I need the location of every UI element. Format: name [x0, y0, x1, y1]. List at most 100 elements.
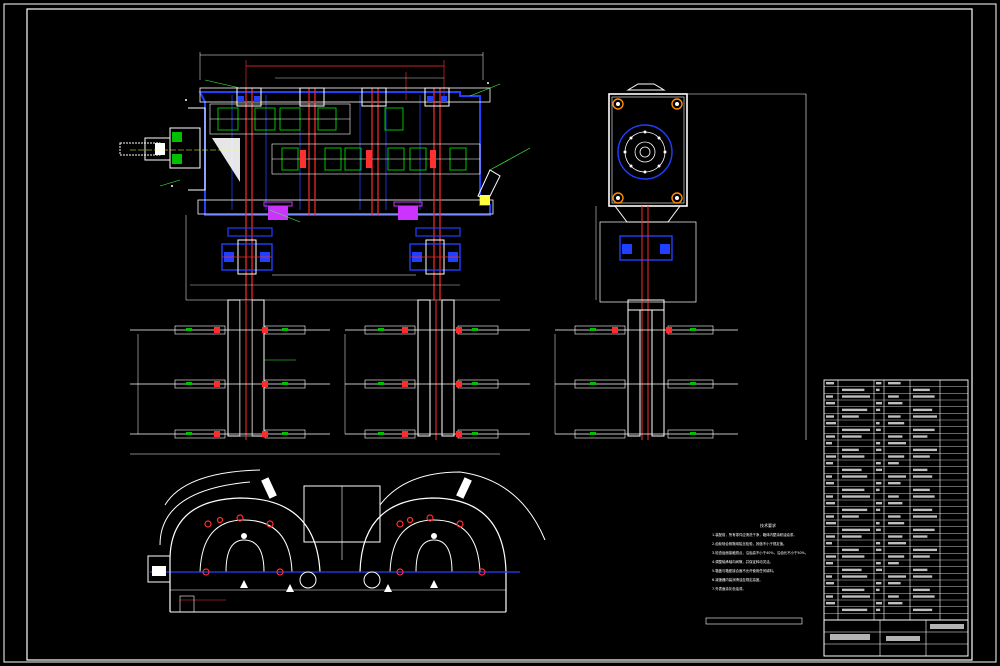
parts-cell-text — [842, 508, 868, 512]
parts-cell-text — [826, 475, 832, 478]
technical-requirements: 技术要求 1.装配前，所有零件应清洗干净，箱体内壁涂耐油油漆。 2.齿轮啮合侧隙… — [705, 522, 808, 625]
parts-cell-text — [842, 595, 870, 598]
parts-cell-text — [913, 575, 933, 578]
parts-cell-text — [826, 582, 834, 585]
parts-cell-text — [826, 402, 835, 405]
parts-cell-text — [842, 495, 870, 498]
parts-cell-text — [826, 462, 833, 465]
parts-cell-text — [876, 402, 882, 405]
parts-cell-text — [876, 502, 882, 505]
parts-cell-text — [876, 602, 882, 605]
parts-cell-text — [876, 482, 882, 485]
parts-cell-text — [876, 568, 882, 572]
parts-cell-text — [876, 448, 882, 452]
parts-cell-text — [842, 455, 865, 458]
parts-cell-text — [826, 395, 833, 398]
parts-cell-text — [888, 382, 901, 385]
tech-req-line-3: 3.检查齿面接触斑点，沿齿高不小于40%，沿齿长不小于50%。 — [712, 550, 808, 555]
parts-cell-text — [913, 508, 933, 512]
parts-cell-text — [888, 542, 906, 545]
parts-cell-text — [842, 608, 868, 612]
parts-cell-text — [913, 515, 937, 518]
parts-cell-text — [876, 542, 881, 545]
parts-cell-text — [888, 575, 906, 578]
parts-cell-text — [876, 382, 882, 385]
parts-cell-text — [842, 488, 865, 492]
outer-border — [3, 3, 997, 663]
parts-cell-text — [888, 475, 906, 478]
parts-cell-text — [913, 495, 935, 498]
parts-cell-text — [913, 588, 930, 592]
parts-cell-text — [826, 542, 832, 545]
parts-cell-text — [913, 555, 930, 558]
parts-cell-text — [842, 475, 868, 478]
parts-cell-text — [826, 562, 833, 565]
parts-cell-text — [876, 428, 881, 432]
parts-cell-text — [826, 482, 834, 485]
parts-cell-text — [876, 442, 881, 445]
parts-cell-text — [876, 548, 882, 552]
parts-cell-text — [913, 395, 935, 398]
parts-cell-text — [842, 388, 865, 392]
parts-cell-text — [826, 535, 835, 538]
parts-cell-text — [876, 522, 880, 525]
parts-cell-text — [842, 415, 859, 418]
parts-cell-text — [888, 482, 901, 485]
title-block — [823, 619, 969, 657]
parts-cell-text — [842, 575, 868, 578]
parts-cell-text — [826, 455, 836, 458]
parts-cell-text — [826, 495, 833, 498]
parts-cell-text — [826, 435, 835, 438]
parts-cell-text — [913, 448, 937, 452]
side-view — [595, 83, 807, 440]
cutter-shafts — [130, 299, 738, 455]
parts-cell-text — [876, 468, 882, 472]
parts-cell-text — [842, 528, 870, 532]
parts-cell-text — [842, 588, 865, 592]
parts-cell-text — [876, 508, 881, 512]
parts-cell-text — [826, 515, 834, 518]
cutter-stack-left — [227, 299, 265, 440]
parts-cell-text — [888, 435, 903, 438]
tech-req-line-7: 7.外表面涂灰色油漆。 — [712, 586, 746, 591]
cutter-stack-mid — [417, 299, 455, 440]
tech-req-line-6: 6.减速器内装润滑油至规定高度。 — [712, 577, 763, 582]
cutter-stack-right — [627, 299, 665, 437]
front-section-view — [119, 52, 531, 301]
parts-cell-text — [888, 402, 903, 405]
parts-cell-text — [913, 475, 933, 478]
parts-cell-text — [888, 442, 906, 445]
parts-cell-text — [826, 422, 836, 425]
parts-cell-text — [826, 502, 835, 505]
parts-cell-text — [913, 455, 930, 458]
parts-cell-text — [888, 515, 901, 518]
tech-req-title: 技术要求 — [760, 522, 776, 528]
parts-cell-text — [842, 555, 865, 558]
coupling-left — [221, 227, 273, 275]
parts-cell-text — [888, 595, 899, 598]
parts-cell-text — [876, 562, 881, 565]
parts-cell-text — [888, 555, 905, 558]
parts-cell-text — [913, 388, 930, 392]
parts-cell-text — [826, 602, 835, 605]
parts-cell-text — [826, 442, 832, 445]
parts-cell-text — [913, 528, 935, 532]
parts-cell-text — [826, 555, 836, 558]
parts-cell-text — [842, 435, 862, 438]
parts-cell-text — [826, 595, 833, 598]
tech-req-line-5: 5.箱盖与箱座接合面不允许使用任何填料。 — [712, 568, 776, 573]
parts-cell-text — [876, 462, 881, 465]
parts-cell-text — [876, 608, 881, 612]
parts-cell-text — [913, 468, 928, 472]
tech-req-line-4: 4.调整轴承轴向间隙，并保证转动灵活。 — [712, 559, 773, 564]
parts-cell-text — [913, 435, 928, 438]
parts-cell-text — [888, 455, 905, 458]
tech-req-line-2: 2.齿轮啮合侧隙用铅丝检验，其值不小于规定值。 — [712, 541, 786, 546]
parts-cell-text — [842, 428, 870, 432]
parts-cell-text — [888, 495, 899, 498]
parts-cell-text — [913, 488, 930, 492]
parts-cell-text — [842, 408, 868, 412]
parts-cell-text — [876, 388, 880, 392]
parts-cell-text — [913, 535, 928, 538]
